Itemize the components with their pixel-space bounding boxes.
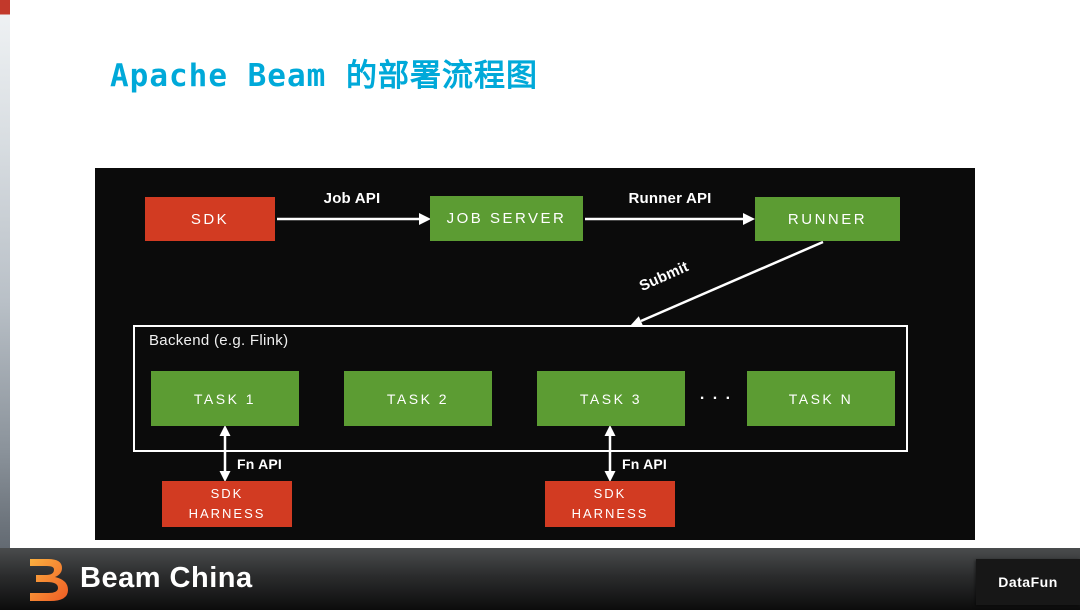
datafun-badge: DataFun <box>976 559 1080 605</box>
node-sdk-harness-right: SDK HARNESS <box>545 481 675 527</box>
node-runner: RUNNER <box>755 197 900 241</box>
sdk-harness-line2: HARNESS <box>188 505 266 521</box>
arrow-fn-api-right <box>604 425 616 482</box>
sdk-harness-line1: SDK <box>210 486 244 502</box>
label-runner-api: Runner API <box>628 190 712 207</box>
node-job-server: JOB SERVER <box>430 196 583 241</box>
sdk-harness-line1: SDK <box>593 486 627 502</box>
left-accent-strip <box>0 0 10 548</box>
diagram-arrows <box>219 213 824 482</box>
task-ellipsis: . . . <box>699 386 733 403</box>
beam-logo-icon <box>30 559 68 601</box>
node-task-2: TASK 2 <box>344 371 492 426</box>
label-fn-api-left: Fn API <box>237 456 283 472</box>
arrow-submit <box>630 240 824 327</box>
label-job-api: Job API <box>323 190 381 207</box>
backend-label: Backend (e.g. Flink) <box>149 332 289 349</box>
node-task-1: TASK 1 <box>151 371 299 426</box>
deployment-diagram: SDK Job API JOB SERVER Runner API RUNNER… <box>95 168 975 540</box>
footer-bar: Beam China DataFun <box>0 548 1080 610</box>
arrow-job-api <box>277 213 431 225</box>
node-sdk: SDK <box>145 197 275 241</box>
node-task-3: TASK 3 <box>537 371 685 426</box>
sdk-harness-line2: HARNESS <box>571 505 649 521</box>
node-sdk-harness-left: SDK HARNESS <box>162 481 292 527</box>
node-task-n: TASK N <box>747 371 895 426</box>
backend-container <box>133 325 908 452</box>
arrow-runner-api <box>585 213 755 225</box>
datafun-label: DataFun <box>998 574 1058 590</box>
label-fn-api-right: Fn API <box>622 456 668 472</box>
brand-text: Beam China <box>80 562 253 594</box>
arrow-fn-api-left <box>219 425 231 482</box>
page-title: Apache Beam 的部署流程图 <box>110 58 538 94</box>
